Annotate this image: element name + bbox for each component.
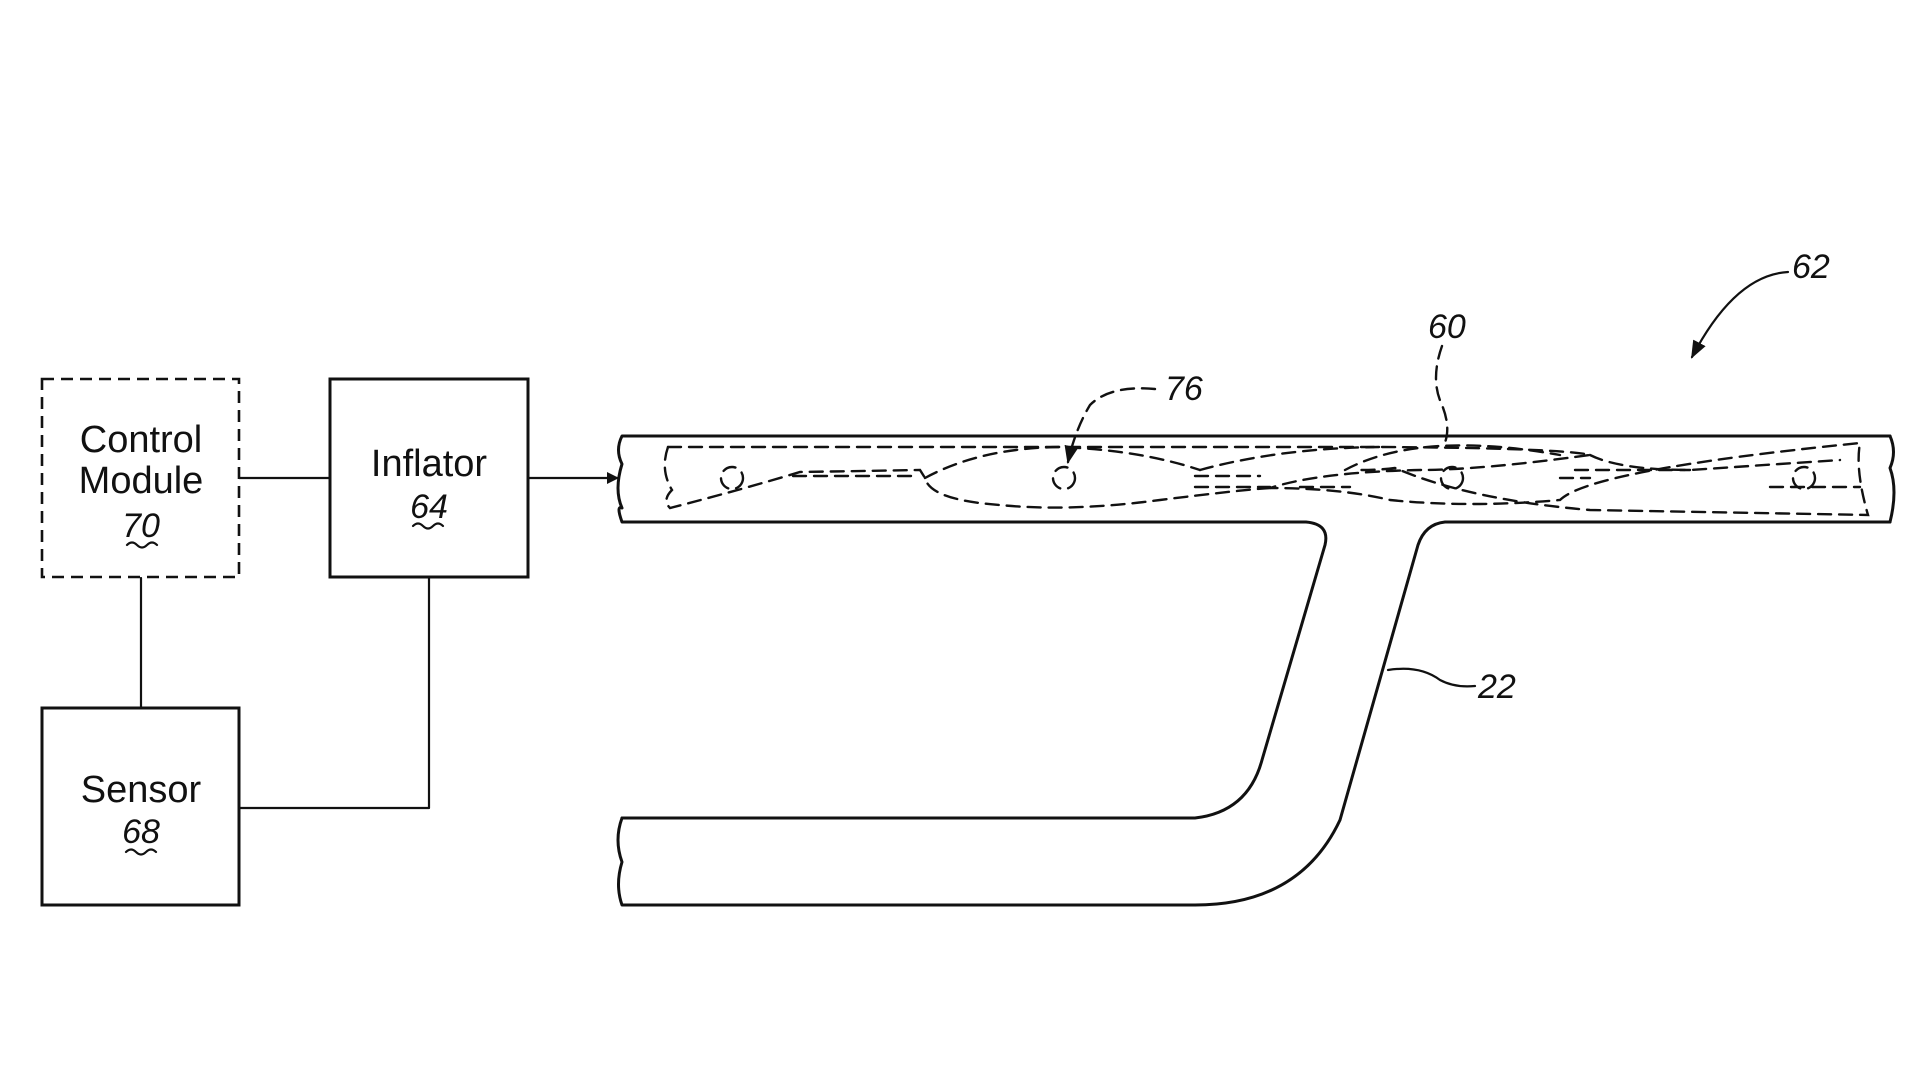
ref-squiggle	[124, 848, 158, 856]
sensor-ref: 68	[122, 813, 160, 851]
ref-76: 76	[1165, 370, 1203, 408]
ref-squiggle	[125, 541, 159, 549]
vehicle-structure	[616, 434, 1896, 907]
vent-hole	[719, 465, 745, 491]
control-module-label-line1: Control	[80, 419, 203, 461]
ref-60: 60	[1428, 308, 1466, 346]
sensor-to-inflator-line	[237, 575, 431, 810]
ref-62: 62	[1792, 248, 1830, 286]
ref-22-leader	[1386, 667, 1477, 688]
inflator-ref: 64	[410, 488, 448, 526]
airbag	[663, 441, 1870, 517]
sensor-block: Sensor 68	[40, 706, 241, 907]
ref-60-leader	[1434, 344, 1449, 449]
vent-hole	[1051, 465, 1077, 491]
ref-76-leader	[1064, 387, 1157, 464]
ref-22: 22	[1477, 668, 1516, 706]
sensor-label: Sensor	[81, 769, 202, 811]
control-module-block: Control Module 70	[40, 377, 241, 579]
control-module-label-line2: Module	[79, 460, 204, 502]
vent-hole	[1439, 465, 1465, 491]
inflator-label: Inflator	[371, 443, 488, 485]
control-module-ref: 70	[122, 507, 160, 545]
vent-hole	[1791, 465, 1817, 491]
ref-62-leader	[1690, 270, 1790, 359]
inflator-block: Inflator 64	[328, 377, 530, 579]
ref-squiggle	[411, 522, 445, 530]
